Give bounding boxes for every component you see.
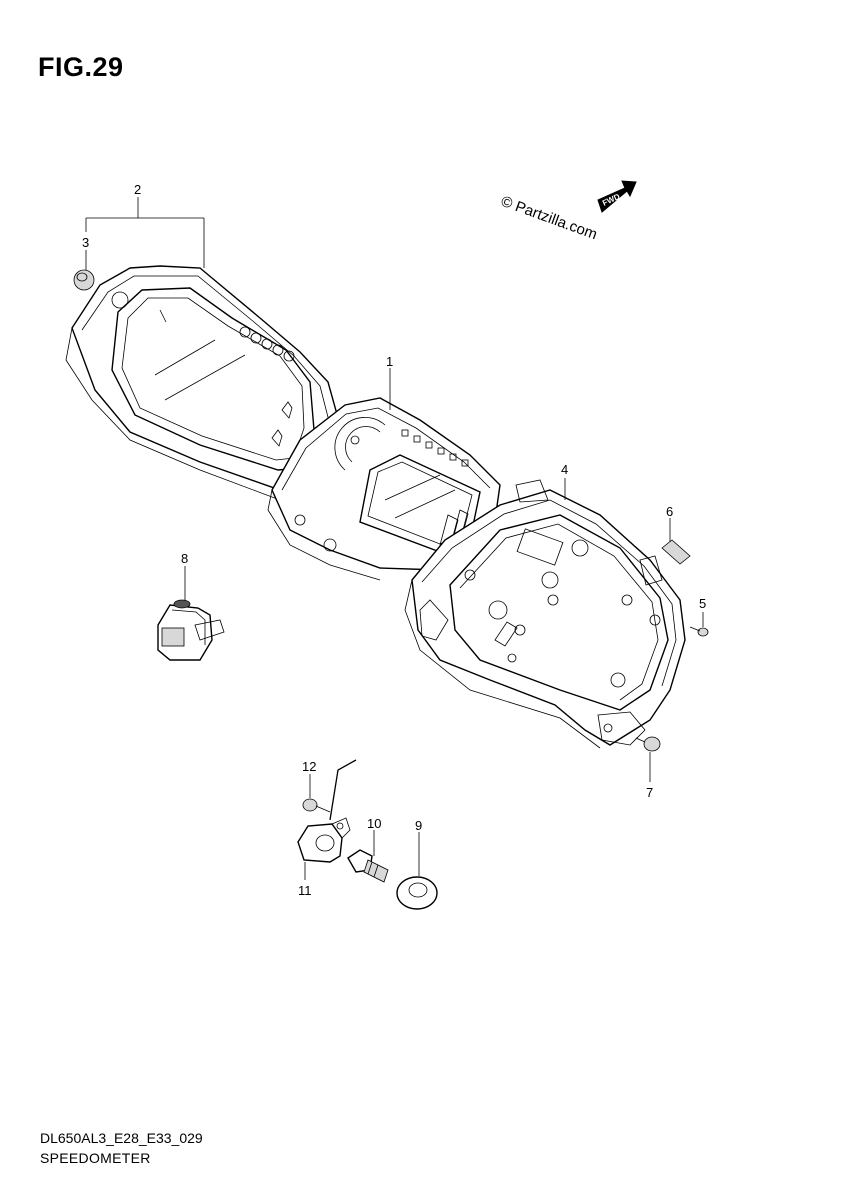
part-9-washer bbox=[396, 876, 438, 910]
figure-name: SPEEDOMETER bbox=[40, 1150, 151, 1166]
part-6-clip bbox=[661, 539, 691, 565]
callout-7: 7 bbox=[646, 785, 653, 800]
part-8-connector bbox=[157, 599, 225, 661]
part-2-meter-cover bbox=[65, 265, 341, 501]
part-10-bolt bbox=[347, 849, 389, 883]
part-1-meter-assembly bbox=[267, 397, 501, 581]
part-4-rear-case bbox=[404, 479, 686, 749]
callout-4: 4 bbox=[561, 462, 568, 477]
figure-title: FIG.29 bbox=[38, 52, 124, 82]
part-11-sensor bbox=[297, 817, 351, 863]
callout-3: 3 bbox=[82, 235, 89, 250]
callout-12: 12 bbox=[302, 759, 316, 774]
leader-lines bbox=[85, 197, 704, 880]
callout-8: 8 bbox=[181, 551, 188, 566]
callout-5: 5 bbox=[699, 596, 706, 611]
callout-10: 10 bbox=[367, 816, 381, 831]
callout-6: 6 bbox=[666, 504, 673, 519]
fwd-label: FWD bbox=[601, 192, 622, 208]
figure-code: DL650AL3_E28_E33_029 bbox=[40, 1130, 203, 1146]
part-7-screw bbox=[635, 736, 661, 752]
part-5-screw bbox=[689, 626, 709, 637]
callout-2: 2 bbox=[134, 182, 141, 197]
callout-1: 1 bbox=[386, 354, 393, 369]
callout-11: 11 bbox=[298, 883, 312, 898]
callout-9: 9 bbox=[415, 818, 422, 833]
fwd-arrow-icon: FWD bbox=[597, 180, 637, 213]
part-12-bracket bbox=[302, 759, 357, 821]
watermark-text: © Partzilla.com bbox=[499, 193, 600, 244]
part-3-cap bbox=[73, 269, 95, 291]
